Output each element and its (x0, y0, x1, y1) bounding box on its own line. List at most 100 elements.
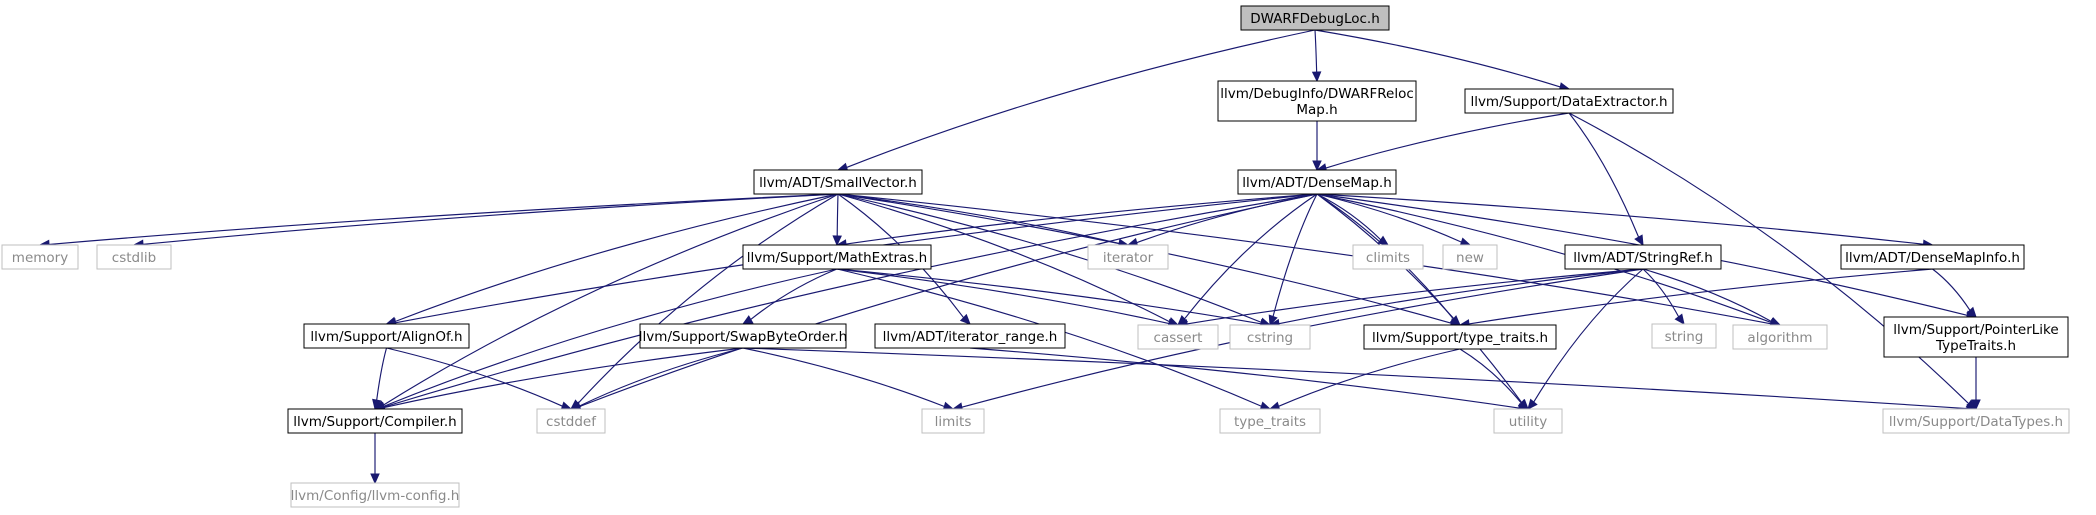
node-box (1732, 324, 1828, 350)
node-box (1464, 88, 1674, 114)
node-datatypes: llvm/Support/DataTypes.h (1882, 408, 2070, 434)
node-label: llvm/ADT/DenseMapInfo.h (1845, 250, 2020, 266)
node-label: cstddef (546, 414, 597, 430)
node-label: new (1456, 250, 1484, 266)
node-box (96, 244, 172, 270)
node-swapbyteorder[interactable]: llvm/Support/SwapByteOrder.h (639, 323, 847, 349)
node-box (1237, 169, 1397, 195)
node-cstddef: cstddef (536, 408, 606, 434)
edge-mathextras-to-cassert (836, 268, 1180, 329)
node-dataextractor[interactable]: llvm/Support/DataExtractor.h (1464, 88, 1674, 114)
node-alignof[interactable]: llvm/Support/AlignOf.h (303, 323, 470, 349)
node-label: cstring (1247, 330, 1293, 346)
edge-alignof-to-compiler (372, 347, 388, 411)
node-utility: utility (1493, 408, 1563, 434)
node-type_traits: type_traits (1219, 408, 1321, 434)
edge-densemapinfo-to-typetraitsh (1458, 268, 1933, 329)
node-label: llvm/ADT/iterator_range.h (883, 329, 1058, 345)
node-iterator: iterator (1087, 244, 1169, 270)
node-string: string (1651, 323, 1717, 349)
node-label: DWARFDebugLoc.h (1250, 11, 1380, 27)
node-box (1087, 244, 1169, 270)
node-label: llvm/Support/PointerLike (1893, 322, 2058, 338)
node-label: Map.h (1296, 102, 1337, 118)
node-smallvector[interactable]: llvm/ADT/SmallVector.h (753, 169, 923, 195)
node-box (287, 408, 463, 434)
node-label: llvm/Support/DataTypes.h (1889, 414, 2063, 430)
node-label: utility (1509, 414, 1547, 430)
node-cassert: cassert (1137, 324, 1219, 350)
node-box (742, 244, 932, 270)
edge-smallvector-to-compiler (373, 193, 839, 410)
node-label: cassert (1154, 330, 1203, 346)
edge-densemap-to-new (1316, 193, 1472, 247)
edge-pointerlike-to-datatypes (1971, 357, 1981, 411)
node-box (753, 169, 923, 195)
node-label: TypeTraits.h (1935, 338, 2016, 354)
edge-densemap-to-mathextras (835, 193, 1318, 249)
edge-root-to-relocmap (1311, 29, 1322, 83)
node-box (1137, 324, 1219, 350)
edge-typetraitsh-to-utility (1459, 348, 1529, 410)
node-box (1840, 244, 2025, 270)
node-root[interactable]: DWARFDebugLoc.h (1240, 5, 1390, 31)
edge-smallvector-to-cstdlib (132, 193, 839, 250)
node-label: llvm/Support/DataExtractor.h (1470, 94, 1667, 110)
node-llvmconfig: llvm/Config/llvm-config.h (290, 482, 460, 508)
node-label: algorithm (1747, 330, 1812, 346)
node-label: llvm/Support/SwapByteOrder.h (639, 329, 847, 345)
node-box (303, 323, 470, 349)
node-label: iterator (1103, 250, 1154, 266)
node-box (1, 244, 79, 270)
node-box (1229, 324, 1311, 350)
edge-densemap-to-cstring (1268, 193, 1318, 327)
node-label: llvm/ADT/SmallVector.h (759, 175, 917, 191)
edge-stringref-to-cassert (1176, 268, 1644, 329)
node-box (290, 482, 460, 508)
node-label: llvm/ADT/DenseMap.h (1242, 175, 1392, 191)
node-stringref[interactable]: llvm/ADT/StringRef.h (1564, 244, 1722, 270)
node-label: llvm/Support/Compiler.h (293, 414, 456, 430)
node-cstring: cstring (1229, 324, 1311, 350)
node-cstdlib: cstdlib (96, 244, 172, 270)
node-compiler[interactable]: llvm/Support/Compiler.h (287, 408, 463, 434)
node-typetraitsh[interactable]: llvm/Support/type_traits.h (1363, 324, 1557, 350)
node-box (874, 323, 1066, 349)
node-densemap[interactable]: llvm/ADT/DenseMap.h (1237, 169, 1397, 195)
node-label: climits (1366, 250, 1410, 266)
edge-densemap-to-cassert (1177, 193, 1318, 326)
node-box (1219, 408, 1321, 434)
edge-mathextras-to-cstring (836, 268, 1272, 329)
node-box (1363, 324, 1557, 350)
node-box (1564, 244, 1722, 270)
node-label: memory (12, 250, 68, 266)
edge-mathextras-to-swapbyteorder (741, 268, 838, 325)
node-iteratorrange[interactable]: llvm/ADT/iterator_range.h (874, 323, 1066, 349)
node-box (1442, 244, 1498, 270)
node-box (639, 323, 847, 349)
node-label: llvm/DebugInfo/DWARFReloc (1220, 86, 1414, 102)
edge-swapbyteorder-to-compiler (373, 347, 744, 413)
node-mathextras[interactable]: llvm/Support/MathExtras.h (742, 244, 932, 270)
node-box (921, 408, 985, 434)
node-label: string (1665, 329, 1704, 345)
node-label: type_traits (1234, 414, 1306, 430)
edge-stringref-to-string (1642, 268, 1685, 325)
edge-swapbyteorder-to-limits (742, 347, 955, 411)
node-label: llvm/Support/MathExtras.h (747, 250, 927, 266)
node-limits: limits (921, 408, 985, 434)
edge-swapbyteorder-to-datatypes (742, 347, 1978, 414)
node-label: llvm/Config/llvm-config.h (291, 488, 460, 504)
node-box (1651, 323, 1717, 349)
node-label: llvm/Support/type_traits.h (1372, 330, 1548, 346)
node-memory: memory (1, 244, 79, 270)
edge-densemapinfo-to-pointerlike (1932, 268, 1977, 318)
node-label: llvm/Support/AlignOf.h (310, 329, 462, 345)
nodes-layer: DWARFDebugLoc.h llvm/DebugInfo/DWARFReloc… (1, 5, 2070, 508)
node-densemapinfo[interactable]: llvm/ADT/DenseMapInfo.h (1840, 244, 2025, 270)
edge-densemap-to-compiler (373, 193, 1318, 412)
node-box (536, 408, 606, 434)
